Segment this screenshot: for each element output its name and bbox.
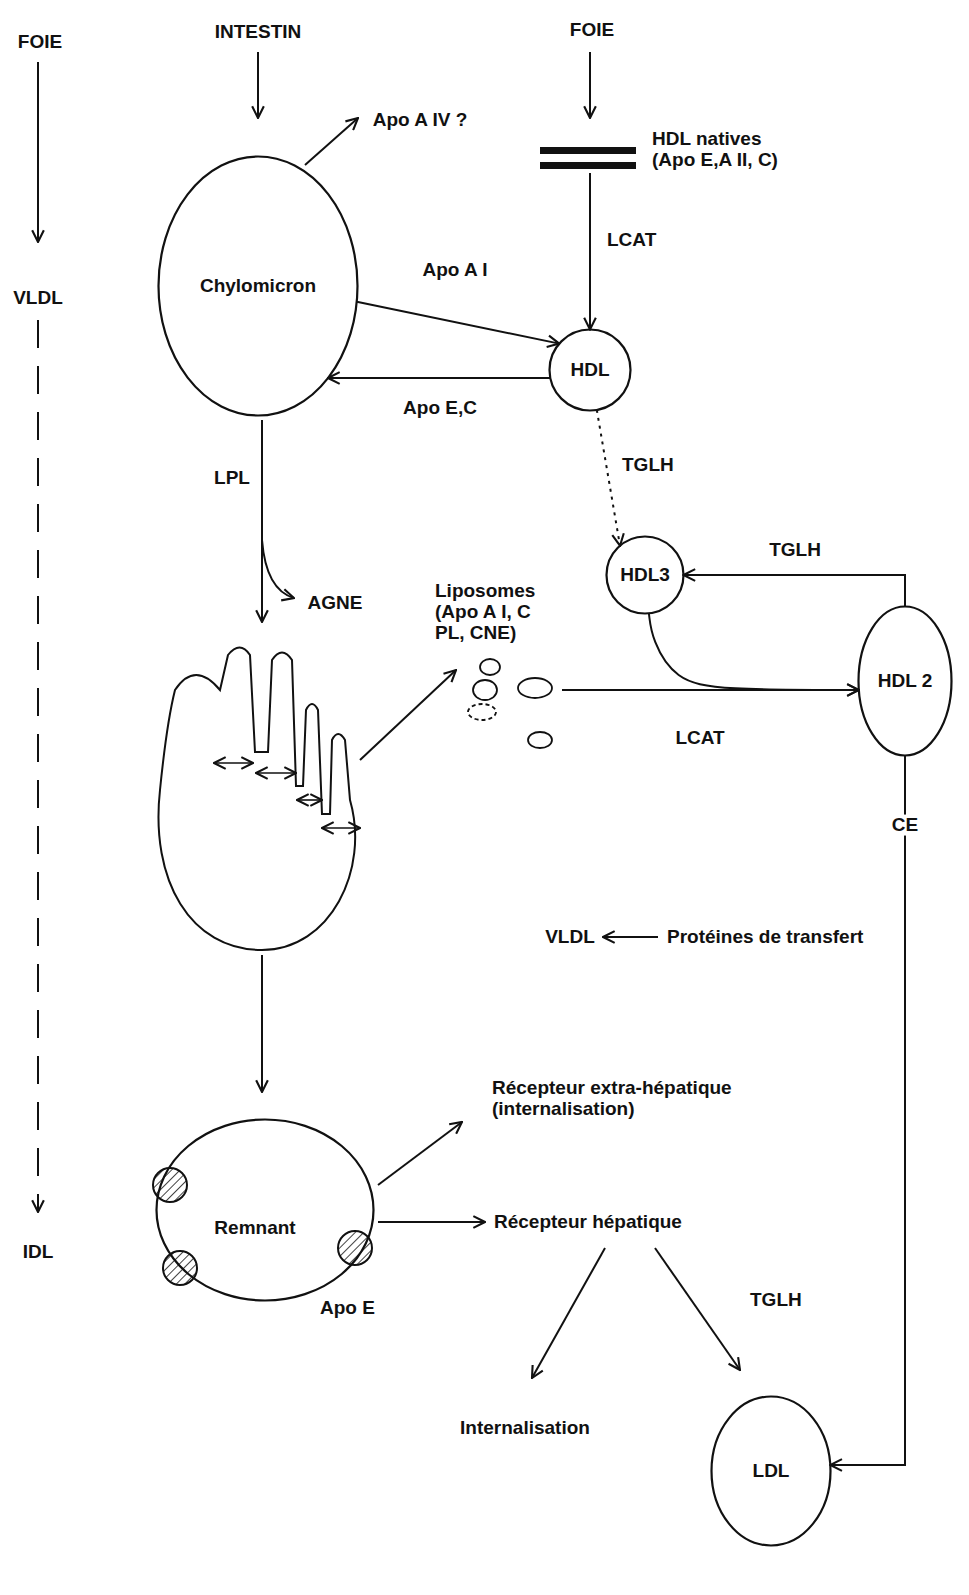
annotation: VLDL bbox=[543, 927, 597, 948]
edge-label: TGLH bbox=[620, 455, 676, 476]
annotation: INTESTIN bbox=[213, 22, 304, 43]
receptor-arrow bbox=[378, 1221, 485, 1223]
foie-arrow bbox=[37, 62, 39, 242]
connector bbox=[589, 173, 591, 330]
lipolysed-chylomicron bbox=[158, 648, 355, 951]
annotation: Internalisation bbox=[458, 1418, 592, 1439]
ldl-ellipse: LDL bbox=[710, 1395, 832, 1547]
outline-ellipse bbox=[607, 537, 684, 614]
annotation: Protéines de transfert bbox=[665, 927, 865, 948]
internalisation-arrow bbox=[532, 1248, 605, 1378]
annotation: AGNE bbox=[306, 593, 365, 614]
tglh-arrow bbox=[655, 1248, 740, 1370]
edge-label: LCAT bbox=[673, 728, 726, 749]
node-body bbox=[462, 650, 562, 755]
node-outline bbox=[155, 1118, 375, 1302]
edge-label: Apo E,C bbox=[401, 398, 479, 419]
node-label: HDL3 bbox=[620, 565, 670, 586]
node-body: Chylomicron bbox=[157, 155, 359, 417]
hdl2-ellipse: HDL 2 bbox=[857, 605, 953, 757]
node-body: HDL bbox=[548, 328, 632, 412]
outline-ellipse bbox=[159, 157, 358, 416]
annotation: Apo A IV ? bbox=[371, 110, 470, 131]
exchange-arrow bbox=[256, 772, 296, 774]
liposome bbox=[528, 732, 552, 748]
drawing bbox=[38, 52, 740, 1378]
connector bbox=[328, 377, 550, 379]
native-hdl-bars: HDL natives (Apo E,A II, C) bbox=[540, 145, 636, 173]
receptor-arrow bbox=[378, 1122, 462, 1185]
edge-label: LCAT bbox=[605, 230, 658, 251]
node-label: HDL 2 bbox=[878, 671, 933, 692]
connector bbox=[597, 410, 620, 546]
annotation: VLDL bbox=[11, 288, 65, 309]
connector bbox=[684, 575, 906, 607]
node-body bbox=[540, 145, 636, 173]
liposome bbox=[518, 678, 552, 698]
apo-e-particle bbox=[338, 1231, 372, 1265]
outline-ellipse bbox=[859, 607, 952, 756]
liposome bbox=[473, 680, 497, 700]
apo-e-particle bbox=[153, 1168, 187, 1202]
foie-top-arrow bbox=[589, 52, 591, 118]
connector bbox=[830, 756, 905, 1466]
annotation: LPL bbox=[212, 468, 252, 489]
node-label: HDL bbox=[570, 360, 609, 381]
vldl-idl-dashed-arrow bbox=[37, 320, 39, 1212]
node-label: LDL bbox=[753, 1461, 790, 1482]
native-hdl-disc bbox=[540, 147, 636, 154]
liposome bbox=[468, 704, 496, 720]
node-body: Remnant bbox=[155, 1118, 375, 1302]
native-hdl-disc bbox=[540, 162, 636, 169]
node-outline bbox=[540, 145, 636, 173]
liposome-release-arrow bbox=[360, 670, 456, 760]
transfer-arrow bbox=[603, 936, 658, 938]
intestin-arrow bbox=[257, 52, 259, 118]
node-label: Remnant bbox=[214, 1218, 295, 1239]
annotation: IDL bbox=[21, 1242, 56, 1263]
outline-ellipse bbox=[712, 1397, 831, 1546]
liposome bbox=[480, 659, 500, 675]
edge-label: TGLH bbox=[767, 540, 823, 561]
node-heading: Apo E bbox=[320, 1298, 375, 1319]
edge-label: Apo A I bbox=[420, 260, 489, 281]
node-heading: HDL natives (Apo E,A II, C) bbox=[652, 129, 797, 171]
annotation: FOIE bbox=[16, 32, 64, 53]
annotation: FOIE bbox=[568, 20, 616, 41]
connector bbox=[357, 302, 559, 344]
outline-ellipse bbox=[157, 1120, 374, 1301]
exchange-arrow bbox=[322, 827, 360, 829]
apo-e-particle bbox=[163, 1251, 197, 1285]
agne-arrow bbox=[262, 540, 294, 598]
annotation: TGLH bbox=[748, 1290, 804, 1311]
lpl-arrow bbox=[261, 420, 263, 622]
hdl-circle: HDL bbox=[548, 328, 632, 412]
remnant-ellipse: RemnantApo E bbox=[155, 1118, 375, 1302]
apo-a4-arrow bbox=[305, 118, 358, 165]
node-heading: Liposomes (Apo A I, C PL, CNE) bbox=[435, 581, 553, 644]
node-outline bbox=[462, 650, 562, 755]
node-body: HDL3 bbox=[605, 535, 685, 615]
exchange-arrow bbox=[214, 762, 253, 764]
hdl3-circle: HDL3 bbox=[605, 535, 685, 615]
liposome-cluster: Liposomes (Apo A I, C PL, CNE) bbox=[462, 650, 562, 755]
node-body: HDL 2 bbox=[857, 605, 953, 757]
connector bbox=[649, 613, 859, 690]
chylomicron-ellipse: Chylomicron bbox=[157, 155, 359, 417]
annotation: Récepteur hépatique bbox=[492, 1212, 684, 1233]
exchange-arrow bbox=[297, 799, 322, 801]
edge-label: CE bbox=[890, 815, 920, 836]
outline-ellipse bbox=[550, 330, 631, 411]
annotation: Récepteur extra-hépatique (internalisati… bbox=[490, 1078, 794, 1120]
remnant-arrow bbox=[261, 955, 263, 1092]
node-label: Chylomicron bbox=[200, 276, 316, 297]
node-body: LDL bbox=[710, 1395, 832, 1547]
